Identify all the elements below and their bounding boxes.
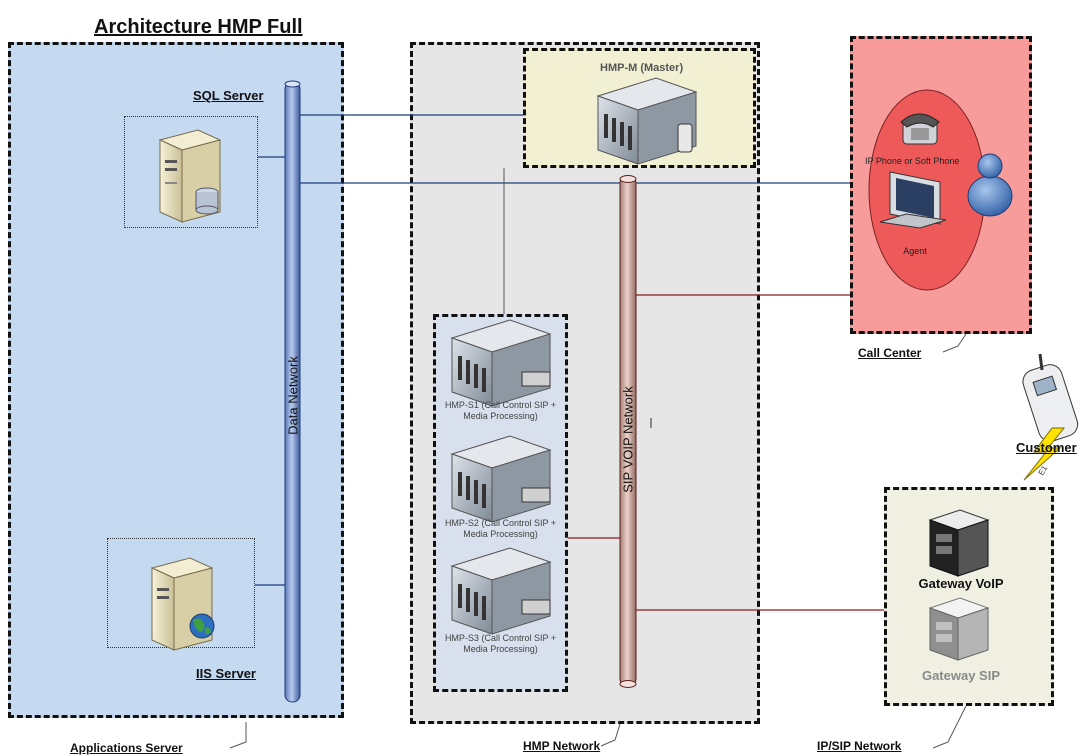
applications-server-label: Applications Server	[70, 741, 183, 755]
customer-label: Customer	[1016, 440, 1077, 455]
gateway-voip-label: Gateway VoIP	[918, 576, 1004, 591]
data-network-pipe	[284, 80, 301, 703]
hmp-master-label: HMP-M (Master)	[600, 62, 684, 74]
data-network-label: Data Network	[285, 356, 301, 435]
diagram-title: Architecture HMP Full	[94, 16, 303, 38]
ipsip-network-label: IP/SIP Network	[817, 739, 902, 753]
call-center-label: Call Center	[858, 346, 922, 360]
lightning-icon	[1023, 427, 1066, 481]
agent-computer-icon	[879, 171, 947, 229]
hmp-s2-label: HMP-S2 (Call Control SIP + Media Process…	[444, 518, 557, 539]
ip-phone-icon	[900, 113, 940, 145]
iis-server-icon	[150, 557, 215, 651]
agent-person-icon	[967, 153, 1013, 217]
hmp-s3-server-icon	[450, 547, 552, 635]
sql-server-icon	[158, 129, 222, 223]
sql-server-box	[124, 116, 258, 228]
gateway-voip-icon	[928, 509, 990, 577]
iis-server-label: IIS Server	[196, 666, 256, 681]
gateway-sip-label: Gateway SIP	[921, 668, 1001, 683]
hmp-s2-server-icon	[450, 435, 552, 523]
hmp-master-server-icon	[596, 77, 698, 165]
hmp-s3-label: HMP-S3 (Call Control SIP + Media Process…	[444, 633, 557, 654]
mobile-phone-icon	[1022, 353, 1079, 442]
hmp-s1-label: HMP-S1 (Call Control SIP + Media Process…	[444, 400, 557, 421]
gateway-sip-icon	[928, 597, 990, 661]
agent-label: Agent	[903, 246, 927, 256]
sql-server-label: SQL Server	[193, 88, 264, 103]
sip-voip-network-label: SIP VOIP Network	[620, 386, 636, 493]
sip-voip-pipe	[619, 175, 637, 688]
sip-links	[568, 294, 884, 611]
ip-phone-label: IP Phone or Soft Phone	[865, 156, 960, 166]
callout-hooks	[229, 333, 967, 749]
hmp-network-label: HMP Network	[523, 739, 601, 753]
data-links	[255, 114, 850, 586]
hmp-s1-server-icon	[450, 319, 552, 407]
globe-icon	[189, 613, 215, 639]
